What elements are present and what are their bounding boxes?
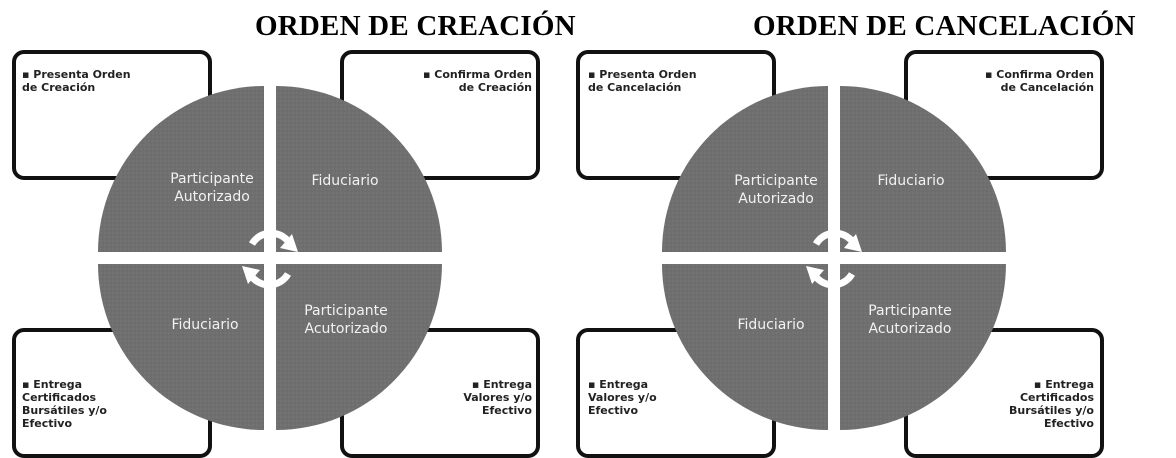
diagram-title-cancelacion: ORDEN DE CANCELACIÓN: [753, 10, 1136, 42]
quadrant-label-top-right-cancelacion: Fiduciario: [877, 173, 945, 189]
quadrant-label-bottom-left-creacion: Fiduciario: [171, 317, 239, 333]
pie-cancelacion: [662, 86, 1006, 430]
box-text-bottom-right-cancelacion: ▪ Entrega Certificados Bursátiles y/o Ef…: [1009, 378, 1094, 430]
quadrant-top-right-creacion: [276, 86, 442, 252]
quadrant-label-bottom-right-creacion: Participante Acutorizado: [304, 303, 388, 337]
box-text-bottom-left-cancelacion: ▪ Entrega Valores y/o Efectivo: [588, 378, 657, 417]
quadrant-label-bottom-right-cancelacion: Participante Acutorizado: [868, 303, 952, 337]
quadrant-bottom-right-creacion: [276, 264, 442, 430]
box-text-top-right-creacion: ▪ Confirma Orden de Creación: [423, 68, 532, 94]
quadrant-bottom-right-cancelacion: [840, 264, 1006, 430]
quadrant-label-top-left-cancelacion: Participante Autorizado: [734, 173, 818, 207]
box-text-top-right-cancelacion: ▪ Confirma Orden de Cancelación: [985, 68, 1094, 94]
cycle-arrows-icon: [246, 229, 294, 289]
box-text-top-left-creacion: ▪ Presenta Orden de Creación: [22, 68, 131, 94]
quadrant-top-left-creacion: [98, 86, 264, 252]
quadrant-bottom-left-cancelacion: [662, 264, 828, 430]
diagram-title-creacion: ORDEN DE CREACIÓN: [255, 10, 576, 42]
quadrant-label-top-right-creacion: Fiduciario: [311, 173, 379, 189]
quadrant-top-right-cancelacion: [840, 86, 1006, 252]
box-text-bottom-left-creacion: ▪ Entrega Certificados Bursátiles y/o Ef…: [22, 378, 107, 430]
quadrant-label-top-left-creacion: Participante Autorizado: [170, 171, 254, 205]
cycle-arrows-icon: [810, 229, 858, 289]
box-text-top-left-cancelacion: ▪ Presenta Orden de Cancelación: [588, 68, 697, 94]
quadrant-bottom-left-creacion: [98, 264, 264, 430]
quadrant-label-bottom-left-cancelacion: Fiduciario: [737, 317, 805, 333]
box-text-bottom-right-creacion: ▪ Entrega Valores y/o Efectivo: [463, 378, 532, 417]
pie-creacion: [98, 86, 442, 430]
quadrant-top-left-cancelacion: [662, 86, 828, 252]
